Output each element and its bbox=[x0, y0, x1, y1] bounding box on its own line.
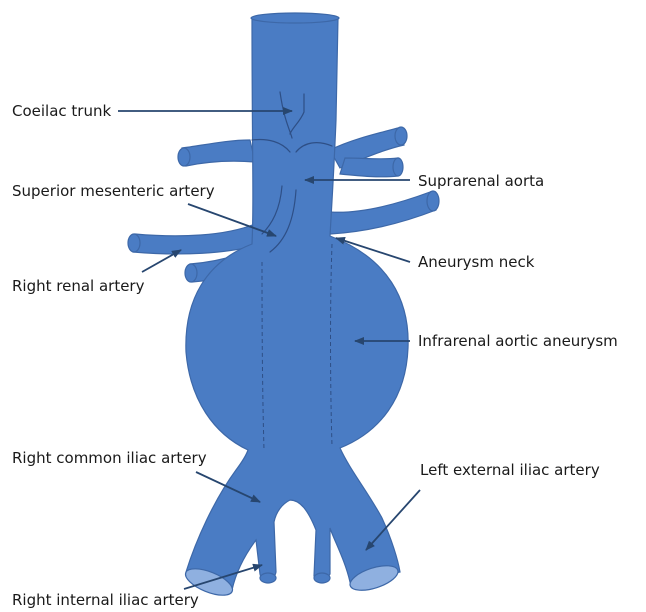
label-left-external-iliac-artery: Left external iliac artery bbox=[420, 461, 600, 479]
label-coeliac-trunk: Coeilac trunk bbox=[12, 102, 111, 120]
right-upper-branch-2 bbox=[340, 158, 398, 177]
aorta bbox=[186, 13, 408, 590]
label-aneurysm-neck: Aneurysm neck bbox=[418, 253, 535, 271]
label-right-renal-artery: Right renal artery bbox=[12, 277, 145, 295]
label-right-common-iliac-artery: Right common iliac artery bbox=[12, 449, 207, 467]
left-renal-artery bbox=[330, 192, 436, 234]
label-right-internal-iliac-artery: Right internal iliac artery bbox=[12, 591, 199, 609]
label-infrarenal-aortic-aneurysm: Infrarenal aortic aneurysm bbox=[418, 332, 618, 350]
label-superior-mesenteric-artery: Superior mesenteric artery bbox=[12, 182, 215, 200]
aorta-body bbox=[186, 15, 408, 590]
label-suprarenal-aorta: Suprarenal aorta bbox=[418, 172, 544, 190]
left-upper-branch bbox=[182, 140, 255, 166]
